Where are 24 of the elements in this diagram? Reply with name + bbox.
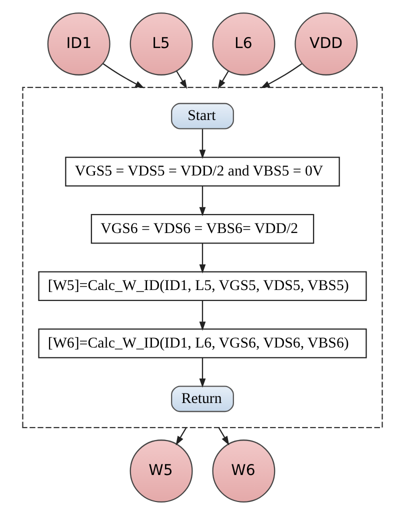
node-box: [W5]=Calc_W_ID(ID1, L5, VGS5, VDS5, VBS5) <box>38 271 367 301</box>
node-box: Start <box>171 102 234 130</box>
arrow <box>176 427 187 446</box>
node-box: VGS5 = VDS5 = VDD/2 and VBS5 = 0V <box>65 156 340 187</box>
arrow <box>218 70 229 89</box>
arrow <box>260 63 302 88</box>
node-circle: W6 <box>212 440 276 503</box>
cluster <box>22 86 383 428</box>
node-circle: ID1 <box>47 12 110 76</box>
arrow <box>176 70 188 89</box>
arrow <box>199 129 206 159</box>
node-circle: VDD <box>294 12 358 76</box>
node-box: Return <box>171 386 234 412</box>
arrow <box>199 243 206 274</box>
arrow <box>218 427 230 446</box>
node-box: [W6]=Calc_W_ID(ID1, L6, VGS6, VDS6, VBS6) <box>38 328 367 358</box>
arrow <box>199 358 206 388</box>
node-circle: L6 <box>212 12 276 76</box>
arrow <box>102 63 144 88</box>
arrow <box>199 300 206 331</box>
arrow <box>199 186 206 216</box>
node-box: VGS6 = VDS6 = VBS6= VDD/2 <box>90 214 314 244</box>
node-circle: W5 <box>130 440 193 503</box>
node-circle: L5 <box>130 12 193 76</box>
